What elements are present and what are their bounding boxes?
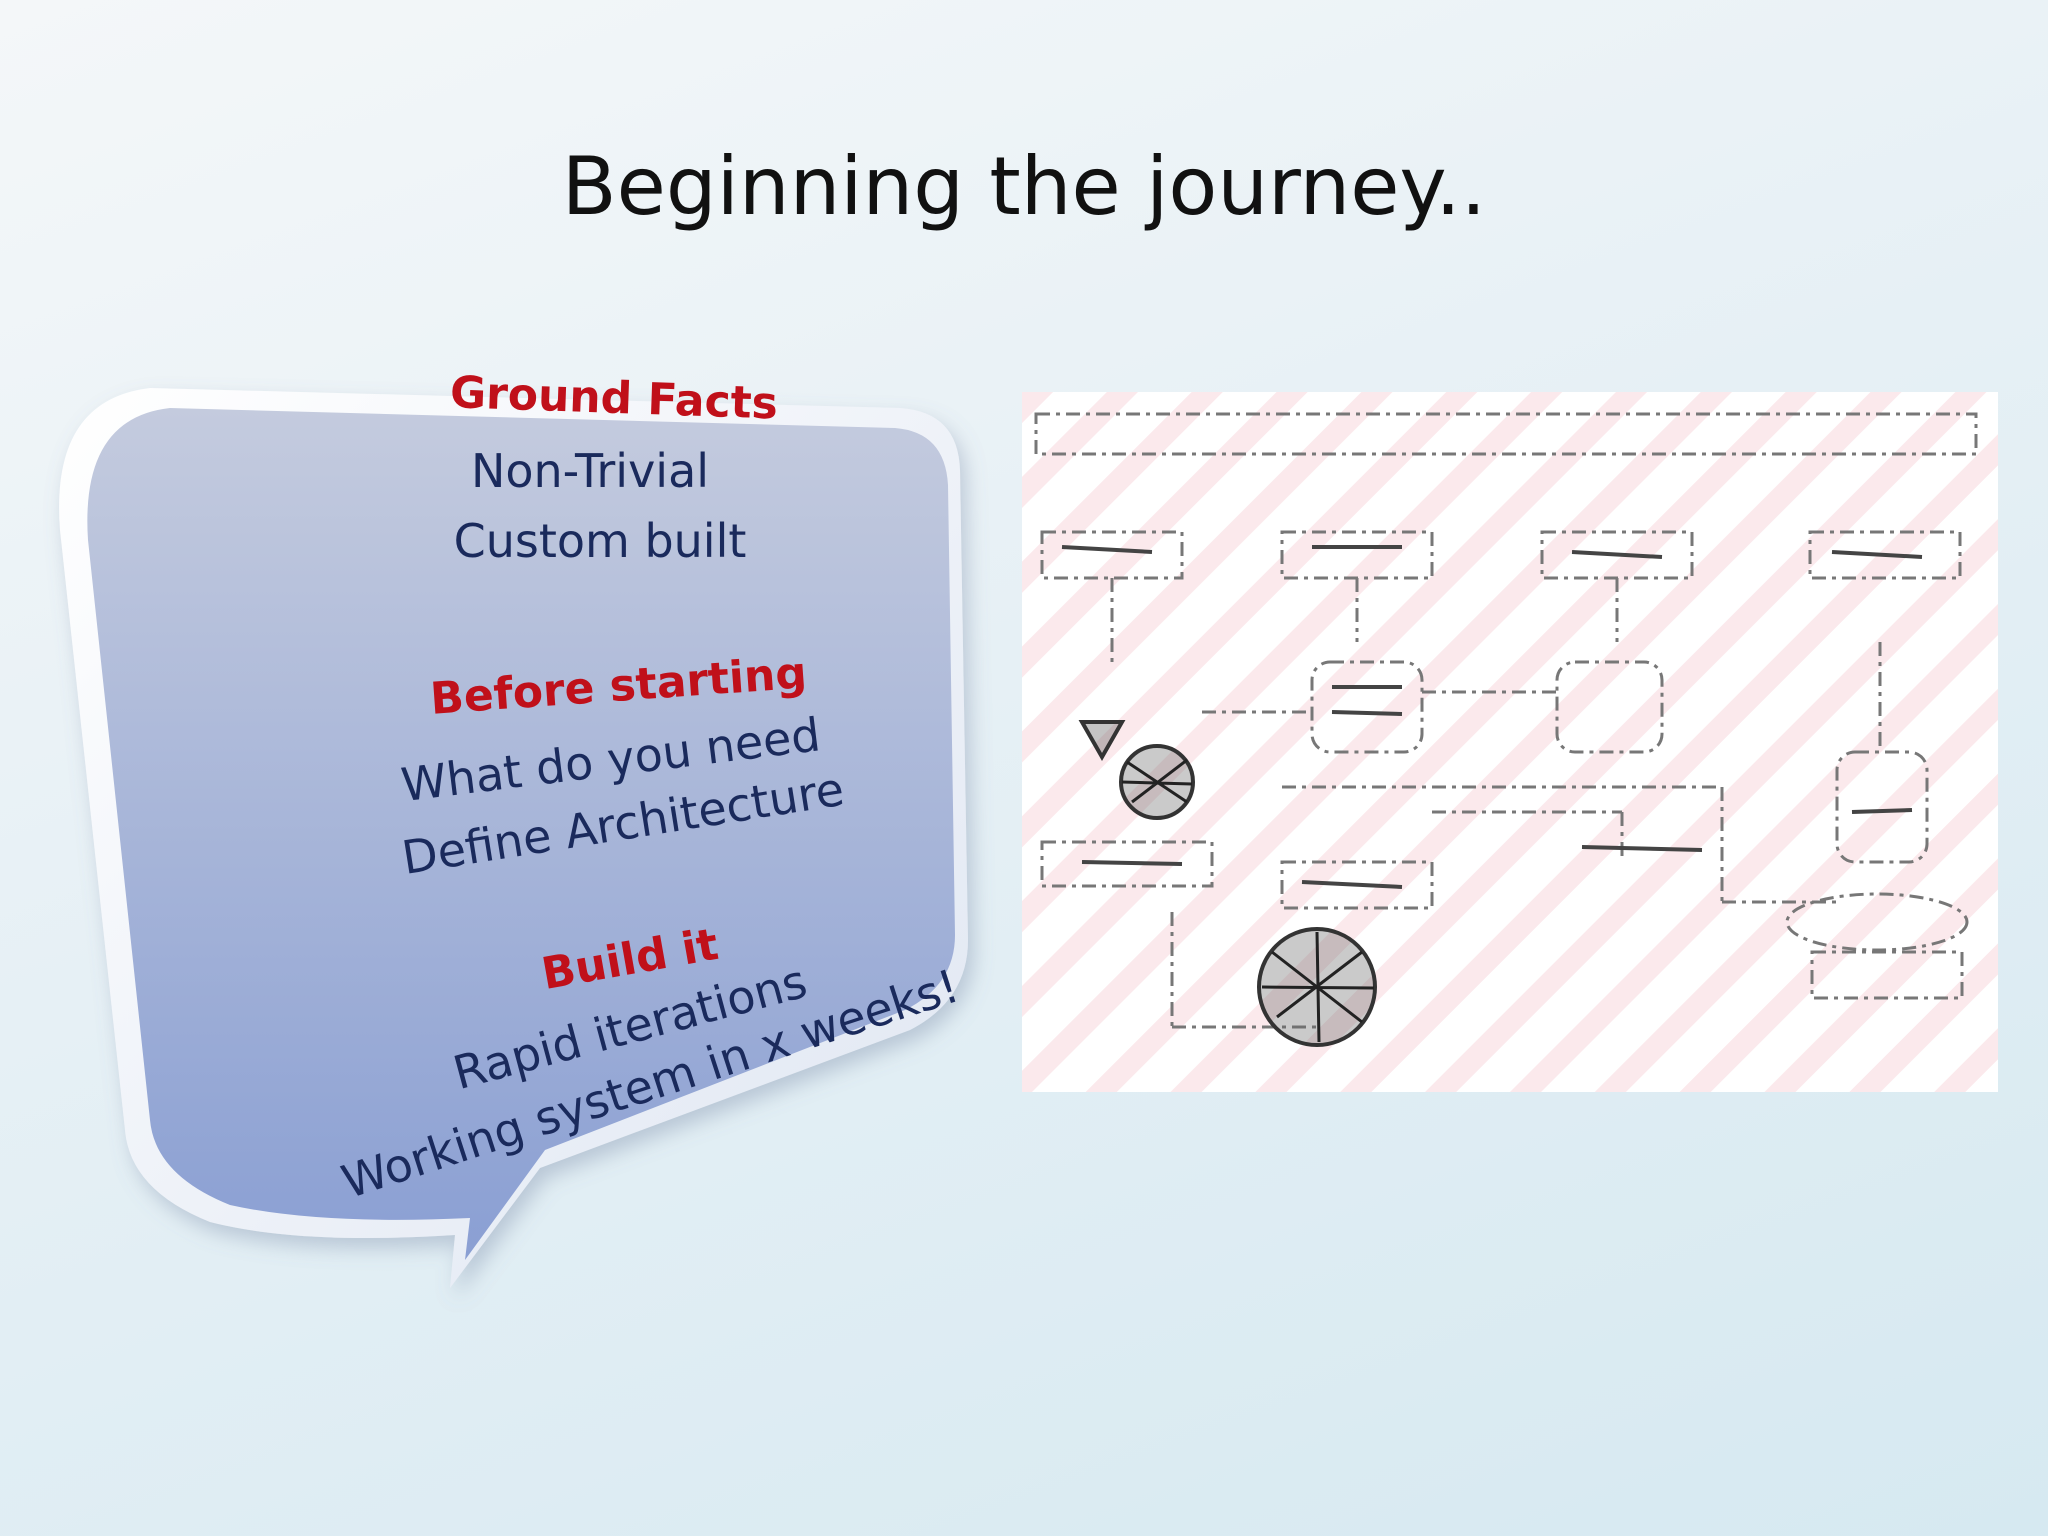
speech-bubble [59, 388, 969, 1288]
architecture-sketch-image [1022, 392, 1998, 1092]
slide-title: Beginning the journey.. [561, 140, 1487, 233]
heading-ground-facts: Ground Facts [449, 367, 779, 430]
bubble-face [87, 408, 956, 1260]
line-custom-built: Custom built [453, 514, 747, 568]
line-non-trivial: Non-Trivial [470, 444, 710, 498]
